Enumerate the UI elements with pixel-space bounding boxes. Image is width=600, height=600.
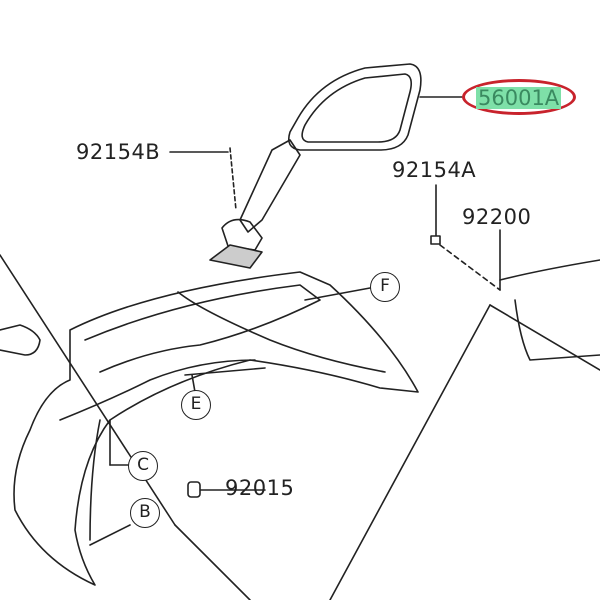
callout-E[interactable]: E bbox=[181, 390, 211, 420]
part-92154B[interactable]: 92154B bbox=[76, 140, 161, 164]
part-92200[interactable]: 92200 bbox=[462, 205, 532, 229]
mirror-housing bbox=[287, 63, 422, 151]
mirror-base bbox=[209, 244, 263, 269]
mirror-stem bbox=[239, 139, 301, 233]
part-92154A[interactable]: 92154A bbox=[392, 158, 477, 182]
callout-B[interactable]: B bbox=[130, 498, 160, 528]
highlighted-part-label[interactable]: 56001A bbox=[462, 79, 576, 115]
fairing bbox=[13, 271, 419, 586]
part-56001A[interactable]: 56001A bbox=[476, 86, 562, 110]
callout-F[interactable]: F bbox=[370, 272, 400, 302]
callout-C[interactable]: C bbox=[128, 451, 158, 481]
part-92015[interactable]: 92015 bbox=[225, 476, 295, 500]
